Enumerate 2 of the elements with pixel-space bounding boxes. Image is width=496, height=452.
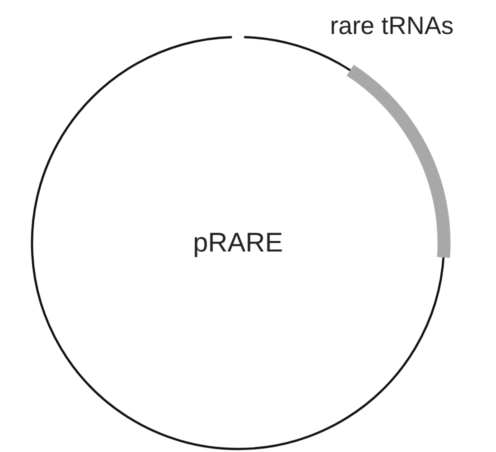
plasmid-name: pRARE (192, 228, 284, 258)
segment-label: rare tRNAs (330, 12, 454, 41)
